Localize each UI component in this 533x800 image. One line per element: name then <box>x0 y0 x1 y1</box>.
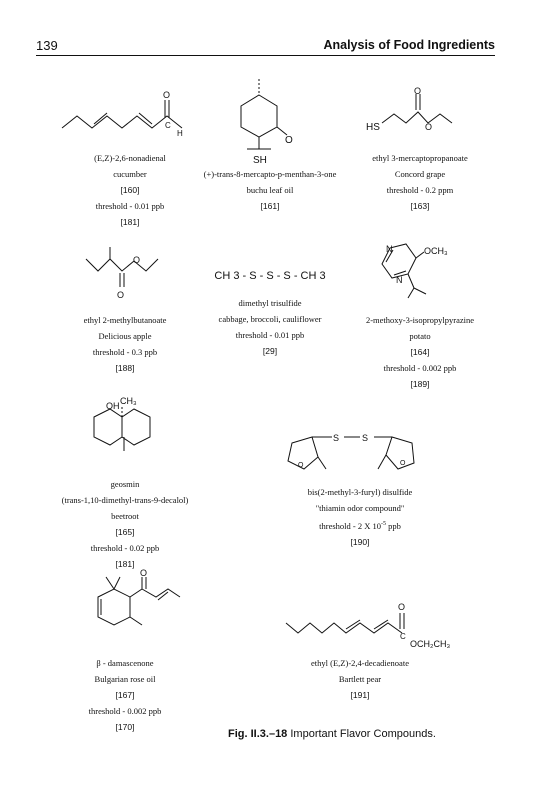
threshold: threshold - 0.002 ppb <box>383 363 457 373</box>
svg-text:OCH₂CH₃: OCH₂CH₃ <box>410 639 450 649</box>
pyrazine-structure: N N OCH₃ <box>381 243 448 299</box>
compound-name: geosmin <box>110 479 140 489</box>
compound-name: (E,Z)-2,6-nonadienal <box>94 153 166 163</box>
reference: [165] <box>115 527 135 537</box>
mercaptomenthanone-structure: O SH <box>240 79 293 166</box>
threshold: threshold - 0.3 ppb <box>92 347 158 357</box>
compound-name-2: (trans-1,10-dimethyl-trans-9-decalol) <box>61 495 189 505</box>
compound-source: Bartlett pear <box>338 674 382 684</box>
threshold-exponent: -5 <box>380 521 386 527</box>
compound-name: 2-methoxy-3-isopropylpyrazine <box>365 315 475 325</box>
svg-text:HS: HS <box>366 122 380 133</box>
svg-text:CH₃: CH₃ <box>120 396 137 406</box>
reference: [189] <box>410 379 430 389</box>
svg-text:SH: SH <box>253 155 267 166</box>
compound-source: cucumber <box>113 169 147 179</box>
compound-name: β - damascenone <box>96 658 154 668</box>
caption-mercaptopropanoate: ethyl 3-mercaptopropanoate Concord grape… <box>345 150 495 214</box>
svg-text:O: O <box>117 290 124 300</box>
svg-text:O: O <box>414 86 421 96</box>
geosmin-structure: OH CH₃ <box>93 396 151 451</box>
caption-nonadienal: (E,Z)-2,6-nonadienal cucumber [160] thre… <box>50 150 210 230</box>
compound-source: beetroot <box>111 511 139 521</box>
threshold: threshold - 0.2 ppm <box>386 185 454 195</box>
reference: [161] <box>260 201 280 211</box>
mercaptopropanoate-structure: HS O O <box>366 86 453 133</box>
svg-text:C: C <box>400 632 406 641</box>
svg-text:O: O <box>140 568 147 578</box>
caption-damascenone: β - damascenone Bulgarian rose oil [167]… <box>50 655 200 735</box>
svg-text:O: O <box>133 255 140 265</box>
caption-mercaptomenthanone: (+)-trans-8-mercapto-p-menthan-3-one buc… <box>195 166 345 214</box>
reference: [188] <box>115 363 135 373</box>
svg-text:N: N <box>386 244 393 254</box>
compound-source: "thiamin odor compound" <box>315 503 405 513</box>
threshold: threshold - 0.002 ppb <box>88 706 162 716</box>
compound-source: potato <box>409 331 431 341</box>
decadienoate-structure: O C OCH₂CH₃ <box>285 602 450 649</box>
caption-pyrazine: 2-methoxy-3-isopropylpyrazine potato [16… <box>335 312 505 392</box>
nonadienal-structure: O H C <box>61 90 183 138</box>
reference: [170] <box>115 722 135 732</box>
compound-name: bis(2-methyl-3-furyl) disulfide <box>307 487 413 497</box>
svg-text:H: H <box>177 129 183 138</box>
compound-source: Delicious apple <box>98 331 152 341</box>
reference: [167] <box>115 690 135 700</box>
figure-label: Fig. II.3.–18 <box>228 728 288 740</box>
threshold: threshold - 2 X 10-5 ppb <box>275 516 445 534</box>
svg-text:OCH₃: OCH₃ <box>424 246 448 256</box>
reference: [181] <box>115 559 135 569</box>
caption-trisulfide: dimethyl trisulfide cabbage, broccoli, c… <box>195 295 345 359</box>
reference: [191] <box>350 690 370 700</box>
compound-source: buchu leaf oil <box>246 185 294 195</box>
compound-source: Bulgarian rose oil <box>94 674 156 684</box>
compound-name: ethyl 3-mercaptopropanoate <box>372 153 468 163</box>
reference: [164] <box>410 347 430 357</box>
compound-name: ethyl 2-methylbutanoate <box>83 315 167 325</box>
threshold: threshold - 0.01 ppb <box>235 330 305 340</box>
compound-source: Concord grape <box>394 169 446 179</box>
figure-caption: Fig. II.3.–18 Important Flavor Compounds… <box>228 728 436 740</box>
compound-name: (+)-trans-8-mercapto-p-menthan-3-one <box>203 169 337 179</box>
compound-name: ethyl (E,Z)-2,4-decadienoate <box>311 658 409 668</box>
svg-text:S: S <box>362 433 368 443</box>
svg-text:O: O <box>285 135 293 146</box>
caption-geosmin: geosmin (trans-1,10-dimethyl-trans-9-dec… <box>45 476 205 572</box>
page-number: 139 <box>36 38 58 53</box>
svg-text:C: C <box>165 121 171 130</box>
figure-title: Important Flavor Compounds. <box>290 728 436 740</box>
running-title: Analysis of Food Ingredients <box>323 38 495 52</box>
methylbutanoate-structure: O O <box>85 247 159 300</box>
reference: [160] <box>120 185 140 195</box>
svg-text:OH: OH <box>106 401 120 411</box>
svg-text:O: O <box>298 462 304 469</box>
caption-methylbutanoate: ethyl 2-methylbutanoate Delicious apple … <box>50 312 200 376</box>
svg-text:O: O <box>163 90 170 100</box>
formula-trisulfide: CH 3 - S - S - S - CH 3 <box>214 270 326 282</box>
svg-text:O: O <box>400 460 406 467</box>
compound-name: dimethyl trisulfide <box>238 298 302 308</box>
reference: [181] <box>120 217 140 227</box>
threshold: threshold - 0.02 ppb <box>90 543 160 553</box>
compound-source: cabbage, broccoli, cauliflower <box>218 314 322 324</box>
reference: [29] <box>262 346 278 356</box>
svg-text:S: S <box>333 433 339 443</box>
reference: [163] <box>410 201 430 211</box>
furyl-disulfide-structure: S S O O <box>287 433 415 470</box>
svg-text:O: O <box>398 602 405 612</box>
svg-text:N: N <box>396 275 403 285</box>
threshold: threshold - 0.01 ppb <box>95 201 165 211</box>
svg-text:O: O <box>425 122 432 132</box>
caption-decadienoate: ethyl (E,Z)-2,4-decadienoate Bartlett pe… <box>280 655 440 703</box>
reference: [190] <box>350 536 370 547</box>
caption-furyl-disulfide: bis(2-methyl-3-furyl) disulfide "thiamin… <box>275 484 445 550</box>
damascenone-structure: O <box>97 568 181 626</box>
threshold-unit: ppb <box>388 520 401 531</box>
threshold-base: threshold - 2 X 10 <box>319 520 381 531</box>
header-rule <box>36 55 495 56</box>
